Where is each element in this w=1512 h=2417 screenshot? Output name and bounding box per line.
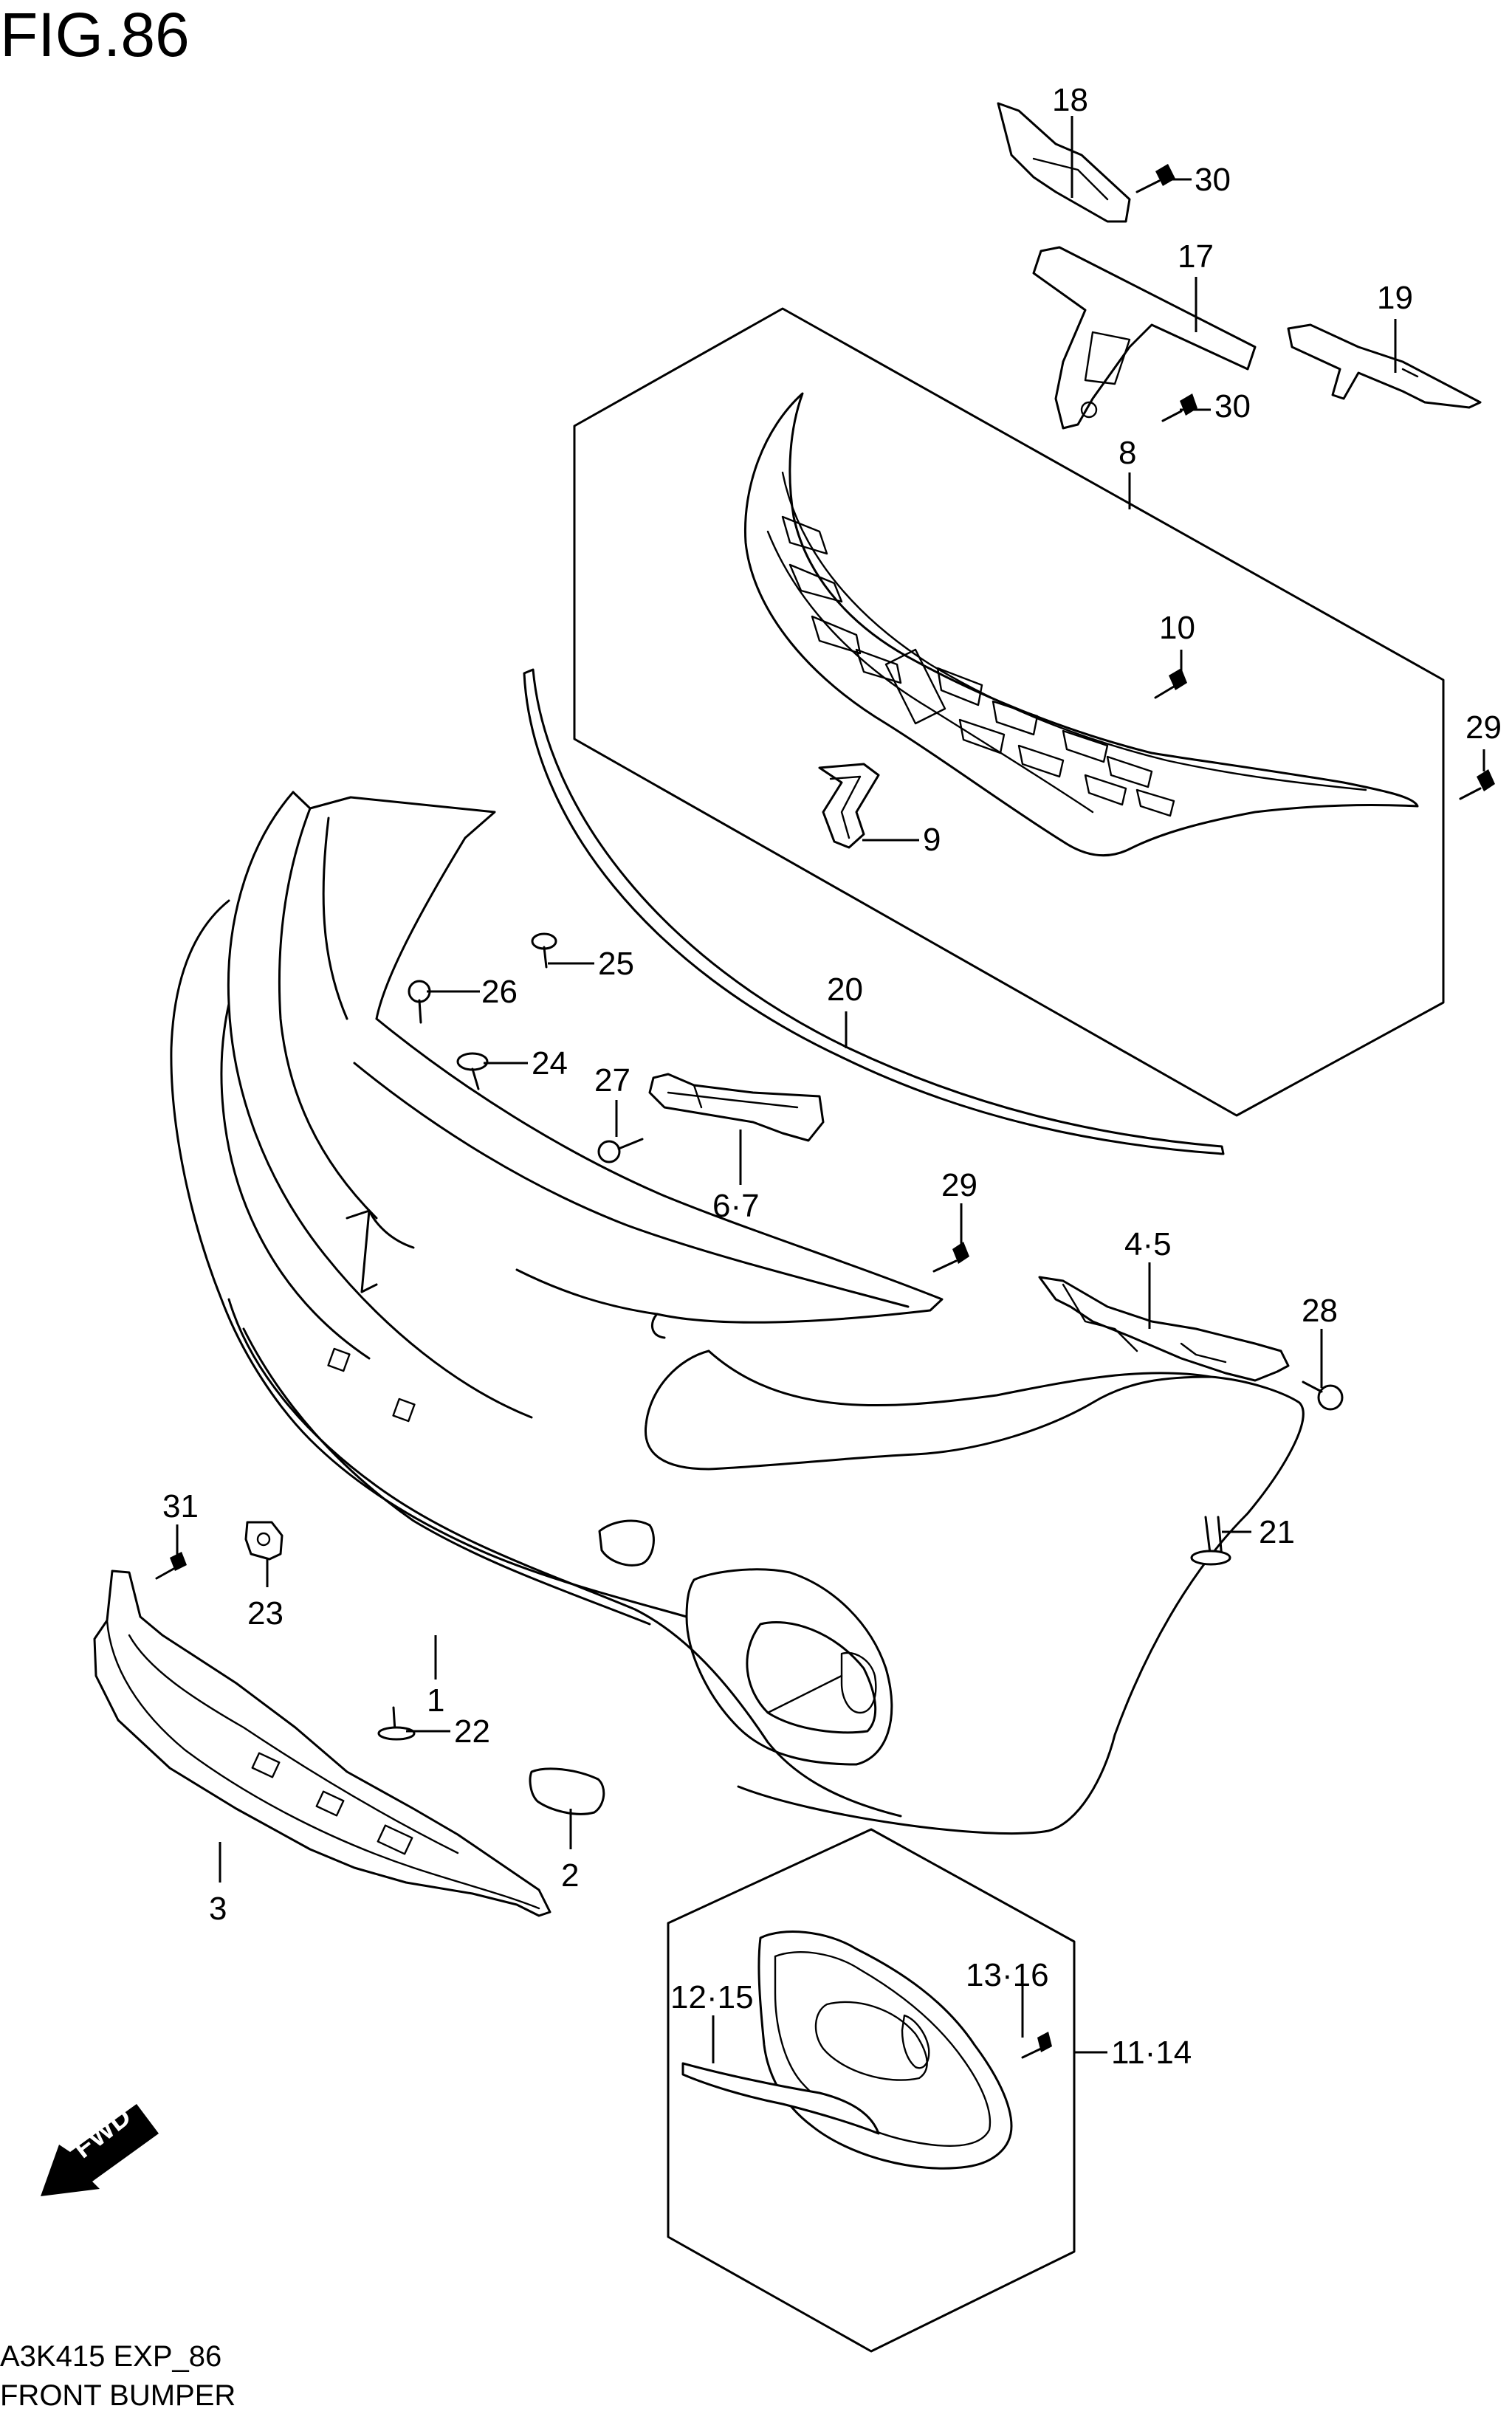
callout-2: 2 bbox=[561, 1857, 579, 1894]
callout-27: 27 bbox=[594, 1062, 630, 1099]
callout-4-5: 4·5 bbox=[1124, 1226, 1172, 1262]
front-grille bbox=[743, 392, 1419, 857]
callout-24: 24 bbox=[532, 1045, 568, 1082]
callout-17: 17 bbox=[1178, 238, 1214, 275]
grille-molding bbox=[523, 668, 1225, 1155]
clip-21 bbox=[1190, 1516, 1231, 1566]
bolt-27 bbox=[597, 1138, 644, 1163]
screw-29-middle bbox=[932, 1242, 969, 1273]
clip-24 bbox=[456, 1052, 489, 1090]
callout-29-right: 29 bbox=[1465, 709, 1502, 746]
callout-21: 21 bbox=[1259, 1514, 1295, 1550]
callout-1: 1 bbox=[427, 1682, 444, 1719]
bracket-18 bbox=[997, 102, 1131, 223]
callout-28: 28 bbox=[1302, 1293, 1338, 1329]
bolt-22 bbox=[377, 1706, 416, 1741]
screw-29-right bbox=[1459, 769, 1495, 800]
callout-3: 3 bbox=[209, 1891, 227, 1927]
figure-name: FRONT BUMPER bbox=[0, 2379, 236, 2412]
callout-12-15: 12·15 bbox=[670, 1979, 754, 2015]
clip-25 bbox=[531, 932, 557, 969]
grille-group-frame bbox=[573, 307, 1445, 1117]
nut-23 bbox=[244, 1521, 284, 1561]
fwd-direction-badge: FWD bbox=[41, 2101, 159, 2196]
callout-9: 9 bbox=[923, 822, 941, 858]
callout-10: 10 bbox=[1159, 610, 1195, 646]
callout-23: 23 bbox=[247, 1595, 284, 1632]
lower-spoiler bbox=[93, 1569, 551, 1917]
screw-30-upper bbox=[1135, 164, 1175, 193]
callout-22: 22 bbox=[454, 1713, 490, 1750]
figure-title: FIG.86 bbox=[0, 0, 190, 69]
callout-8: 8 bbox=[1118, 435, 1136, 471]
fog-garnish bbox=[681, 2062, 880, 2135]
screw-30-lower bbox=[1161, 393, 1197, 422]
callout-labels: 18 30 17 19 30 8 10 29 9 20 25 26 24 27 … bbox=[162, 82, 1502, 2071]
callout-18: 18 bbox=[1052, 82, 1088, 118]
screw-10 bbox=[1154, 668, 1187, 699]
fog-cover-group-frame bbox=[667, 1828, 1076, 2353]
callout-30-upper: 30 bbox=[1195, 162, 1231, 198]
bolt-26 bbox=[408, 980, 431, 1024]
suzuki-emblem bbox=[818, 763, 880, 849]
callout-30-lower: 30 bbox=[1214, 388, 1251, 424]
bracket-17 bbox=[1032, 246, 1257, 430]
tow-hook-cap bbox=[529, 1767, 605, 1815]
front-bumper bbox=[170, 791, 1305, 1835]
bumper-stay-4-5 bbox=[1038, 1276, 1290, 1382]
fog-lamp-cover bbox=[757, 1930, 1013, 2170]
bolt-28 bbox=[1302, 1381, 1344, 1411]
bracket-6-7 bbox=[648, 1073, 825, 1142]
screw-31 bbox=[155, 1552, 187, 1580]
callout-13-16: 13·16 bbox=[966, 1957, 1049, 1993]
callout-29-middle: 29 bbox=[941, 1167, 977, 1203]
bracket-19 bbox=[1287, 323, 1482, 409]
callout-25: 25 bbox=[598, 946, 634, 982]
callout-11-14: 11·14 bbox=[1111, 2035, 1192, 2071]
callout-20: 20 bbox=[827, 972, 863, 1008]
callout-26: 26 bbox=[481, 974, 518, 1010]
callout-31: 31 bbox=[162, 1488, 199, 1524]
leader-lines bbox=[176, 116, 1485, 2063]
callout-6-7: 6·7 bbox=[712, 1188, 760, 1224]
screw-16 bbox=[1021, 2032, 1052, 2059]
figure-code: A3K415 EXP_86 bbox=[0, 2340, 221, 2373]
callout-19: 19 bbox=[1377, 280, 1413, 316]
